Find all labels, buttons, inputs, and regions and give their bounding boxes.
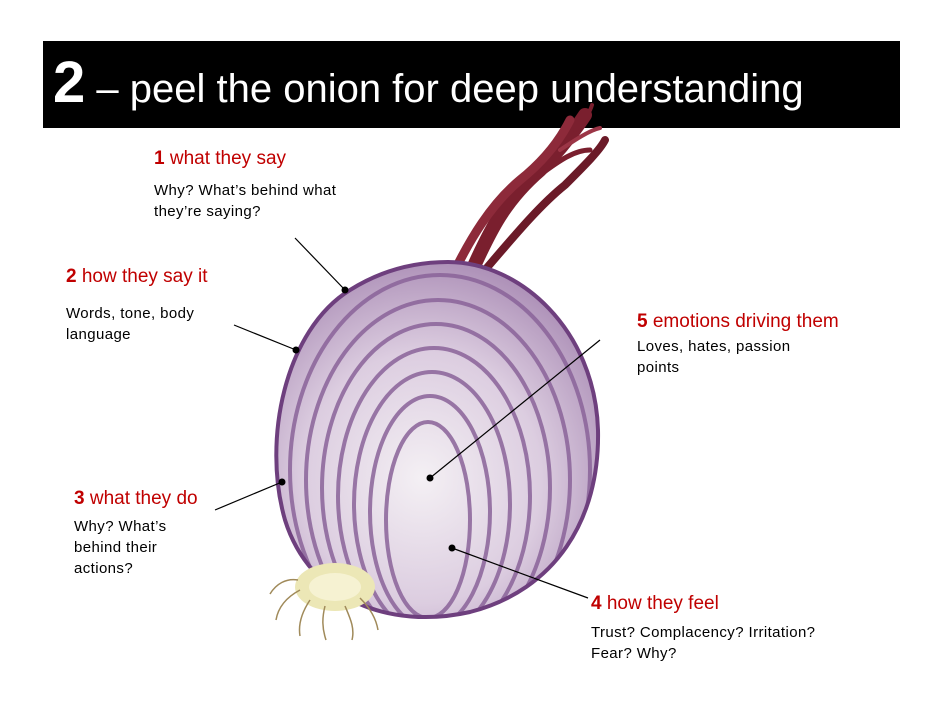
desc-line: Words, tone, body xyxy=(66,305,195,322)
layer-label-how-they-say-it: 2 how they say it xyxy=(66,265,208,289)
layer-desc-how-they-feel: Trust? Complacency? Irritation? Fear? Wh… xyxy=(591,622,815,664)
onion-cross-section xyxy=(276,262,599,618)
layer-number: 3 xyxy=(74,488,85,509)
layer-number: 1 xyxy=(154,148,165,169)
layer-desc-what-they-say: Why? What’s behind what they’re saying? xyxy=(154,180,336,222)
layer-desc-what-they-do: Why? What’s behind their actions? xyxy=(74,516,166,579)
desc-line: they’re saying? xyxy=(154,203,261,220)
onion-root xyxy=(269,563,379,641)
layer-number: 5 xyxy=(637,311,648,332)
layer-title: what they say xyxy=(169,148,287,169)
layer-label-how-they-feel: 4 how they feel xyxy=(591,592,719,616)
desc-line: Why? What’s behind what xyxy=(154,182,337,199)
layer-desc-emotions-driving-them: Loves, hates, passion points xyxy=(637,336,791,378)
onion-stem xyxy=(450,103,609,282)
desc-line: Loves, hates, passion xyxy=(637,338,791,355)
leader-lines xyxy=(214,237,601,599)
layer-title: what they do xyxy=(89,488,198,509)
layer-label-what-they-do: 3 what they do xyxy=(74,487,198,511)
slide-title: 2 – peel the onion for deep understandin… xyxy=(53,53,804,119)
desc-line: Trust? Complacency? Irritation? xyxy=(591,624,816,641)
layer-label-what-they-say: 1 what they say xyxy=(154,147,286,171)
desc-line: actions? xyxy=(74,560,134,577)
layer-label-emotions-driving-them: 5 emotions driving them xyxy=(637,310,839,334)
desc-line: behind their xyxy=(74,539,158,556)
slide-number: 2 xyxy=(53,50,86,115)
layer-desc-how-they-say-it: Words, tone, body language xyxy=(66,303,194,345)
slide-title-text: – peel the onion for deep understanding xyxy=(85,67,804,111)
leader-dots xyxy=(278,286,456,552)
layer-title: how they feel xyxy=(606,593,719,614)
desc-line: Fear? Why? xyxy=(591,645,677,662)
desc-line: points xyxy=(637,359,680,376)
layer-title: emotions driving them xyxy=(652,311,839,332)
desc-line: Why? What’s xyxy=(74,518,167,535)
layer-number: 4 xyxy=(591,593,602,614)
layer-title: how they say it xyxy=(81,266,208,287)
layer-number: 2 xyxy=(66,266,77,287)
desc-line: language xyxy=(66,326,131,343)
title-banner: 2 – peel the onion for deep understandin… xyxy=(43,41,900,128)
